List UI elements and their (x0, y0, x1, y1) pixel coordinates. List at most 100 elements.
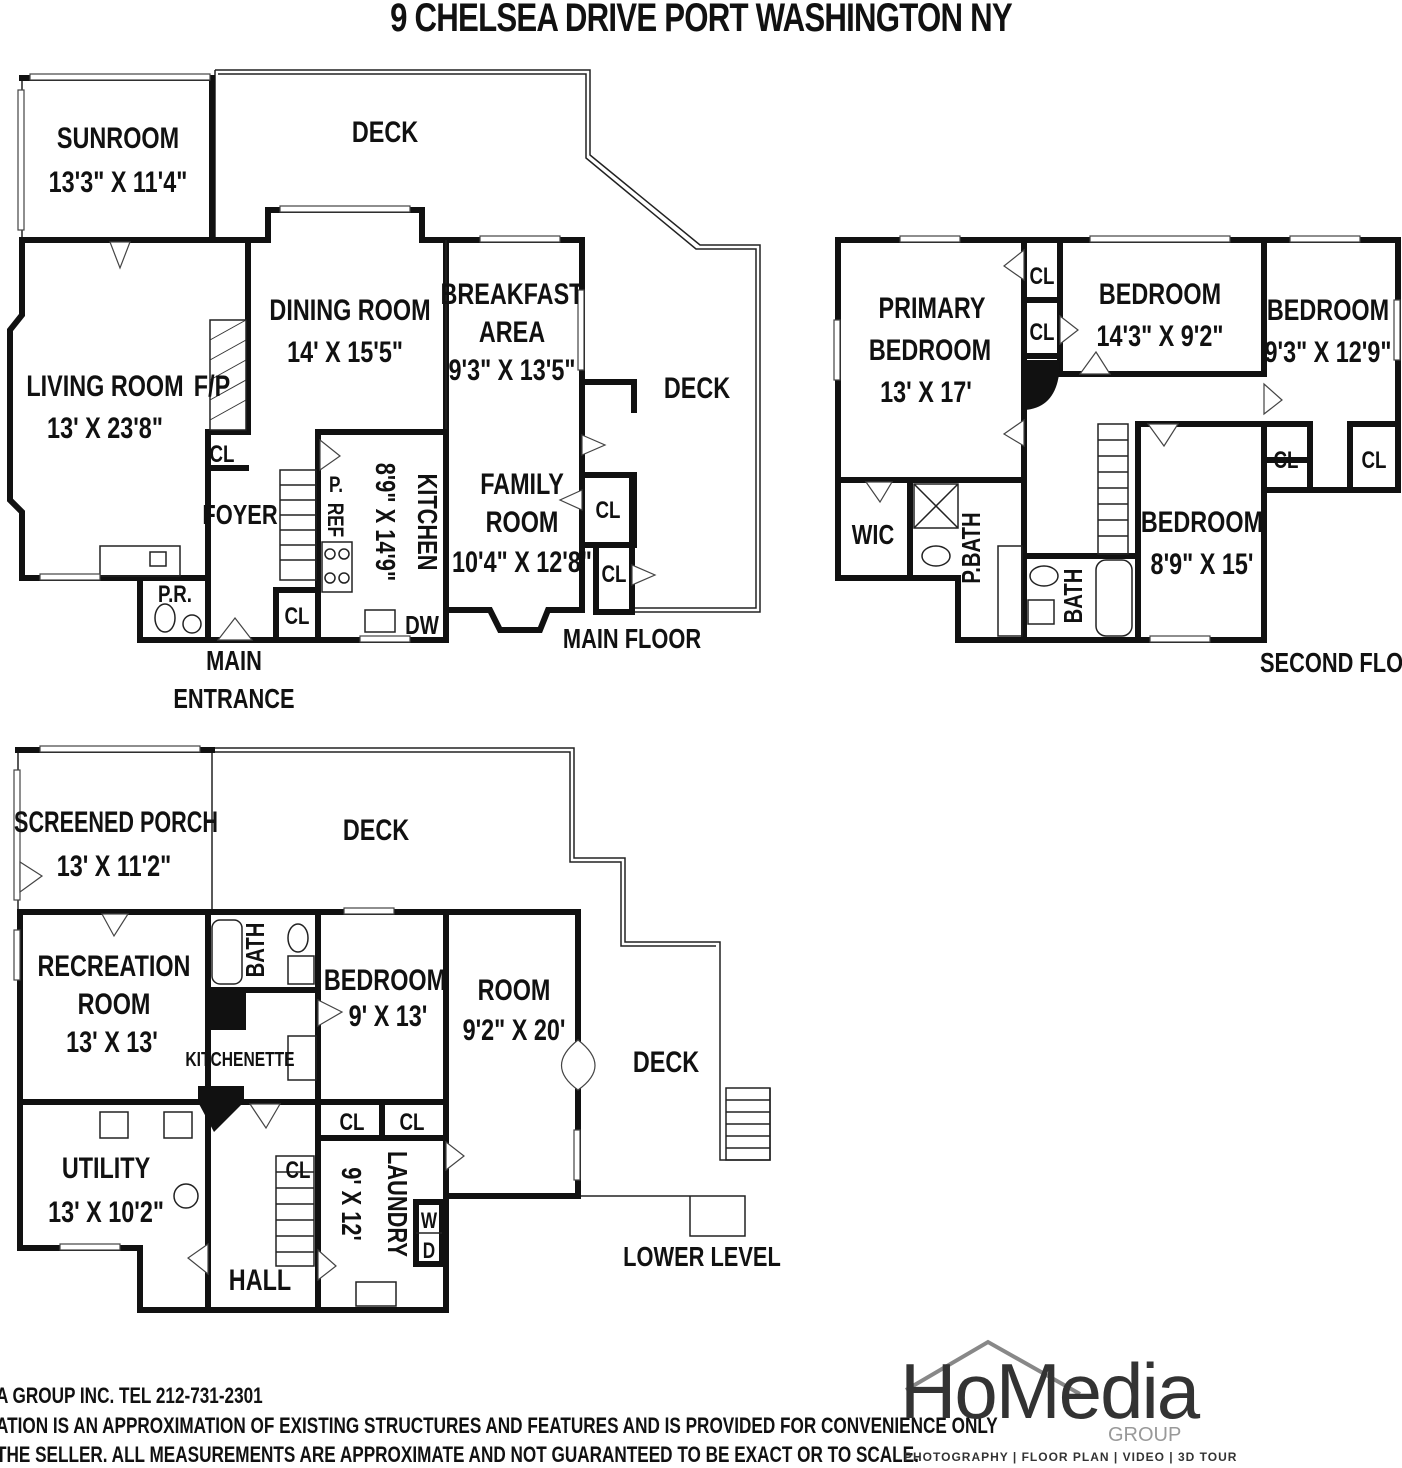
main-deck-top-label: DECK (352, 115, 419, 148)
lower-level (13, 745, 771, 1313)
bed1-bottom-wall (1057, 237, 1267, 377)
main-deck-right-label: DECK (664, 371, 731, 404)
main-right-wall (579, 379, 637, 413)
bedroom-2-dims: 9'3" X 12'9" (1265, 335, 1392, 368)
water-heater-icon (173, 1183, 199, 1209)
main-cl-label-1: CL (210, 441, 235, 468)
dining-window-icon (279, 205, 411, 213)
lower-cl-label-1: CL (340, 1109, 365, 1136)
living-counter-icon (99, 545, 181, 577)
living-room-label: LIVING ROOM (26, 369, 183, 402)
living-room-dims: 13' X 23'8" (47, 411, 163, 444)
second-cl-label-2: CL (1030, 319, 1055, 346)
utility-label: UTILITY (62, 1151, 150, 1184)
bath-toilet-icon (1029, 565, 1059, 587)
footer-company-line: A GROUP INC. TEL 212-731-2301 (0, 1383, 263, 1408)
living-sink-icon (149, 551, 167, 567)
toilet-icon (154, 603, 176, 633)
fireplace-label: F/P (194, 369, 230, 402)
footer-disclaimer-line-1: ATION IS AN APPROXIMATION OF EXISTING ST… (0, 1413, 998, 1438)
lower-deck-outline-inner (215, 751, 716, 947)
kitchen-dims: 8'9" X 14'9" (369, 463, 400, 581)
lower-bedroom-label: BEDROOM (324, 963, 446, 996)
primary-bedroom-label: PRIMARY (879, 291, 986, 324)
second-door-icon-3 (1078, 350, 1112, 375)
homedia-logo: HoMedia GROUP PHOTOGRAPHY | FLOOR PLAN |… (900, 1338, 1236, 1466)
living-door-icon (109, 241, 131, 270)
lower-bedroom-dims: 9' X 13' (349, 999, 428, 1032)
fireplace-hatch (209, 319, 247, 341)
bedroom-1-dims: 14'3" X 9'2" (1097, 319, 1224, 352)
lower-toilet-icon (287, 923, 309, 953)
fireplace-icon (209, 319, 247, 431)
utility-window-icon (59, 1243, 121, 1251)
lower-deck-right-label: DECK (633, 1045, 700, 1078)
room-dims: 9'2" X 20' (463, 1013, 566, 1046)
kitchen-label: KITCHEN (411, 473, 442, 570)
pantry-label: P. (329, 473, 343, 498)
cl-door-icon (558, 489, 583, 511)
pbath-toilet-icon (921, 545, 951, 567)
living-bottom-window-icon (39, 573, 101, 581)
utility-equipment-1 (99, 1111, 129, 1139)
second-door-icon-4 (1146, 423, 1180, 448)
lower-deck-step (580, 1195, 746, 1237)
lower-deck-outline (212, 747, 771, 1161)
logo-tagline: PHOTOGRAPHY | FLOOR PLAN | VIDEO | 3D TO… (904, 1450, 1238, 1464)
bath-sink-icon (1027, 599, 1055, 625)
kitchen-window-icon (359, 635, 411, 643)
kitchen-wall (315, 429, 449, 613)
shower-icon (913, 483, 959, 529)
family-door-icon (581, 434, 607, 456)
bed3-wall (1135, 421, 1267, 643)
recreation-room-dims: 13' X 13' (66, 1025, 158, 1058)
bedroom-3-label: BEDROOM (1141, 505, 1263, 538)
lower-cl-label-3: CL (286, 1157, 311, 1184)
stove-icon (321, 541, 353, 593)
main-floor-label: MAIN FLOOR (563, 623, 701, 654)
laundry-sink-icon (355, 1281, 397, 1307)
bedroom-2-label: BEDROOM (1267, 293, 1389, 326)
lower-sink-icon (287, 955, 315, 985)
porch-window-icon (39, 745, 201, 753)
second-closet-4 (1347, 421, 1401, 493)
bedroom-window-icon (343, 907, 395, 915)
lower-stairs-icon (275, 1155, 315, 1267)
second-door-icon-6 (1059, 314, 1079, 346)
dryer-label: D (423, 1239, 435, 1264)
breakfast-dims: 9'3" X 13'5" (449, 353, 576, 386)
logo-group-text: GROUP (1108, 1424, 1182, 1446)
bathtub-icon (1095, 559, 1133, 637)
breakfast-label-2: AREA (479, 315, 545, 348)
lower-bath-label: BATH (241, 923, 270, 978)
laundry-label: LAUNDRY (381, 1151, 412, 1257)
main-deck-outline-inner (218, 73, 757, 609)
family-room-label: FAMILY (480, 467, 564, 500)
main-cl-label-2: CL (285, 603, 310, 630)
primary-window-icon (899, 235, 961, 243)
lower-deck-top-label: DECK (343, 813, 410, 846)
dining-room-dims: 14' X 15'5" (287, 335, 403, 368)
second-cl-label-4: CL (1362, 447, 1387, 474)
hall-door-icon (317, 1248, 337, 1282)
kitchenette-label: KITCHENETTE (185, 1048, 294, 1070)
recreation-room-label: RECREATION (38, 949, 191, 982)
second-closet-3 (1261, 421, 1313, 493)
kitchen-sink-icon (364, 609, 396, 633)
second-stairs-icon (1097, 423, 1129, 555)
utility-door-icon (186, 1242, 209, 1276)
second-door-icon-2 (1002, 418, 1025, 448)
rec-door-icon (100, 913, 130, 938)
main-cl-label-4: CL (602, 561, 627, 588)
primary-bedroom-dims: 13' X 17' (880, 375, 972, 408)
sunroom-label: SUNROOM (57, 121, 179, 154)
bed2-window-icon (1289, 235, 1361, 243)
primary-side-window-icon (833, 319, 841, 381)
lower-chimney-block (208, 990, 246, 1030)
hall-top-door-icon (248, 1103, 282, 1130)
main-deck-outline (215, 69, 761, 613)
bed3-window-icon (1149, 635, 1211, 643)
porch-side-window-icon (13, 769, 21, 901)
second-cl-label-3: CL (1274, 447, 1299, 474)
